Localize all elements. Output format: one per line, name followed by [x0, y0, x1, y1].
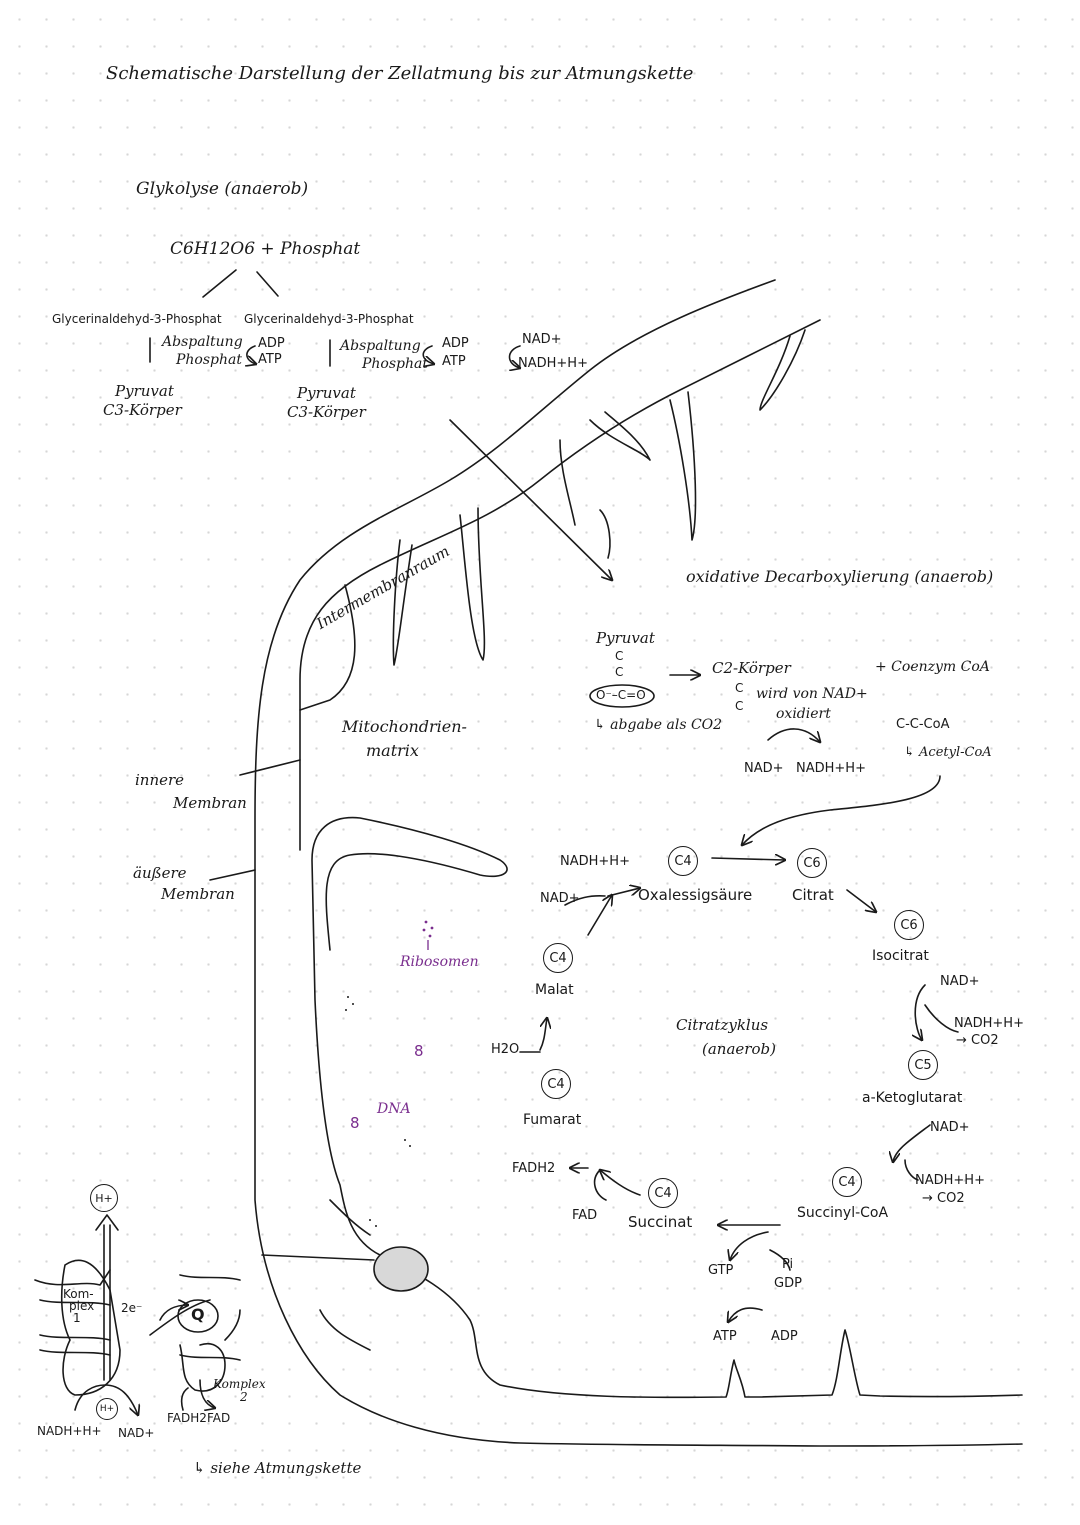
- decarb-c2: C: [615, 665, 624, 679]
- atp-right: ATP: [442, 354, 466, 369]
- nad-isocitrate: NAD+: [940, 974, 980, 989]
- nadh-ketoglutarate: NADH+H+: [915, 1173, 985, 1188]
- c4-succinyl: C4: [832, 1167, 862, 1197]
- c2-c2: C: [735, 699, 744, 713]
- complex1-label-2: plex: [69, 1299, 95, 1313]
- split-right-2: Phosphat: [362, 356, 429, 372]
- citrate-label: Citrat: [792, 886, 834, 904]
- c2-c1: C: [735, 681, 744, 695]
- co2-ketoglutarate: → CO2: [922, 1191, 965, 1206]
- malate-label: Malat: [535, 982, 574, 998]
- dna-label: DNA: [377, 1101, 411, 1117]
- electrons-label: 2e⁻: [121, 1301, 143, 1315]
- complex1-label-3: 1: [73, 1311, 81, 1325]
- nad-chain-label: NAD+: [118, 1426, 155, 1440]
- inner-membrane-label-1: innere: [135, 771, 185, 789]
- c4-fumarate: C4: [541, 1069, 571, 1099]
- c4-succinate: C4: [648, 1178, 678, 1208]
- nad-ketoglutarate: NAD+: [930, 1120, 970, 1135]
- fadh2-chain-label: FADH2: [167, 1411, 207, 1425]
- nadh-isocitrate: NADH+H+: [954, 1016, 1024, 1031]
- complex2-label-1: Komplex: [213, 1377, 266, 1391]
- h2o-label: H2O: [491, 1042, 520, 1057]
- c4-malate: C4: [543, 943, 573, 973]
- gap-left-label: Glycerinaldehyd-3-Phosphat: [52, 312, 222, 326]
- c4-oxaloacetate: C4: [668, 846, 698, 876]
- oxidized-label-1: wird von NAD+: [756, 686, 868, 702]
- isocitrate-label: Isocitrat: [872, 948, 929, 964]
- decarb-nadh: NADH+H+: [796, 761, 866, 776]
- outer-membrane: [254, 279, 1023, 1447]
- pyruvate-right-2: C3-Körper: [287, 403, 366, 421]
- decarb-co2-note: ↳ abgabe als CO2: [594, 717, 723, 733]
- c6-citrate: C6: [797, 848, 827, 878]
- c5-ketoglutarate: C5: [908, 1050, 938, 1080]
- split-left-2: Phosphat: [176, 352, 243, 368]
- complex2-label-2: 2: [240, 1390, 248, 1404]
- nad-glycolysis: NAD+: [522, 332, 562, 347]
- decarb-carboxyl: O⁻–C=O: [596, 688, 646, 702]
- fad-cycle-label: FAD: [572, 1208, 598, 1223]
- c2-body: C2-Körper: [712, 659, 791, 677]
- nad-malate: NAD+: [540, 891, 580, 906]
- pyruvate-right-1: Pyruvat: [297, 384, 356, 402]
- outer-membrane-label-2: Membran: [161, 885, 235, 903]
- adp-cycle-label: ADP: [771, 1329, 798, 1344]
- outer-membrane-label-1: äußere: [133, 864, 187, 882]
- nadh-chain-label: NADH+H+: [37, 1424, 102, 1438]
- inner-membrane: [299, 319, 1023, 1399]
- inner-membrane-label-2: Membran: [173, 794, 247, 812]
- glycolysis-heading: Glykolyse (anaerob): [136, 179, 309, 199]
- decarboxylation-heading: oxidative Decarboxylierung (anaerob): [686, 567, 994, 586]
- nadh-glycolysis: NADH+H+: [518, 356, 588, 371]
- coenzym-label: + Coenzym CoA: [875, 659, 990, 675]
- decarb-nad: NAD+: [744, 761, 784, 776]
- oxaloacetate-label: Oxalessigsäure: [638, 886, 753, 904]
- adp-right: ADP: [442, 336, 469, 351]
- fadh2-cycle-label: FADH2: [512, 1161, 556, 1176]
- succinate-label: Succinat: [628, 1213, 693, 1231]
- acetyl-label: ↳ Acetyl-CoA: [904, 745, 992, 760]
- gtp-label: GTP: [708, 1263, 734, 1278]
- glucose-label: C6H12O6 + Phosphat: [170, 239, 361, 259]
- complex1-label-1: Kom-: [63, 1287, 94, 1301]
- fumarate-label: Fumarat: [523, 1112, 582, 1128]
- dna-mark-2: 8: [350, 1114, 360, 1132]
- decarb-c1: C: [615, 649, 624, 663]
- page-title: Schematische Darstellung der Zellatmung …: [106, 63, 694, 84]
- adp-left: ADP: [258, 336, 285, 351]
- atp-cycle-label: ATP: [713, 1329, 737, 1344]
- c6-isocitrate: C6: [894, 910, 924, 940]
- succinyl-label: Succinyl-CoA: [797, 1205, 889, 1221]
- matrix-label-1: Mitochondrien-: [342, 717, 467, 736]
- h-plus-top: H+: [90, 1184, 118, 1212]
- co2-isocitrate: → CO2: [956, 1033, 999, 1048]
- ccoa-label: C-C-CoA: [896, 717, 950, 732]
- pyruvate-left-2: C3-Körper: [103, 401, 182, 419]
- gap-right-label: Glycerinaldehyd-3-Phosphat: [244, 312, 414, 326]
- pyruvate-left-1: Pyruvat: [115, 382, 174, 400]
- h-plus-bottom: H+: [96, 1398, 118, 1420]
- split-left-1: Abspaltung: [162, 334, 243, 350]
- q-label: Q: [191, 1305, 205, 1324]
- split-right-1: Abspaltung: [340, 338, 421, 354]
- dna-mark-1: 8: [414, 1042, 424, 1060]
- atp-synthase-blob: [373, 1246, 429, 1292]
- gdp-label: GDP: [774, 1276, 802, 1291]
- matrix-label-2: matrix: [366, 741, 419, 760]
- pi-label: Pi: [782, 1257, 794, 1272]
- ketoglutarate-label: a-Ketoglutarat: [862, 1090, 963, 1106]
- oxidized-label-2: oxidiert: [776, 706, 831, 722]
- nadh-malate: NADH+H+: [560, 854, 630, 869]
- atp-left: ATP: [258, 352, 282, 367]
- citric-heading-1: Citratzyklus: [676, 1016, 769, 1034]
- decarb-pyruvate: Pyruvat: [596, 629, 655, 647]
- citric-heading-2: (anaerob): [702, 1040, 776, 1058]
- fad-chain-label: FAD: [207, 1411, 231, 1425]
- ribosomes-label: Ribosomen: [400, 954, 479, 970]
- see-chain-label: ↳ siehe Atmungskette: [193, 1459, 362, 1477]
